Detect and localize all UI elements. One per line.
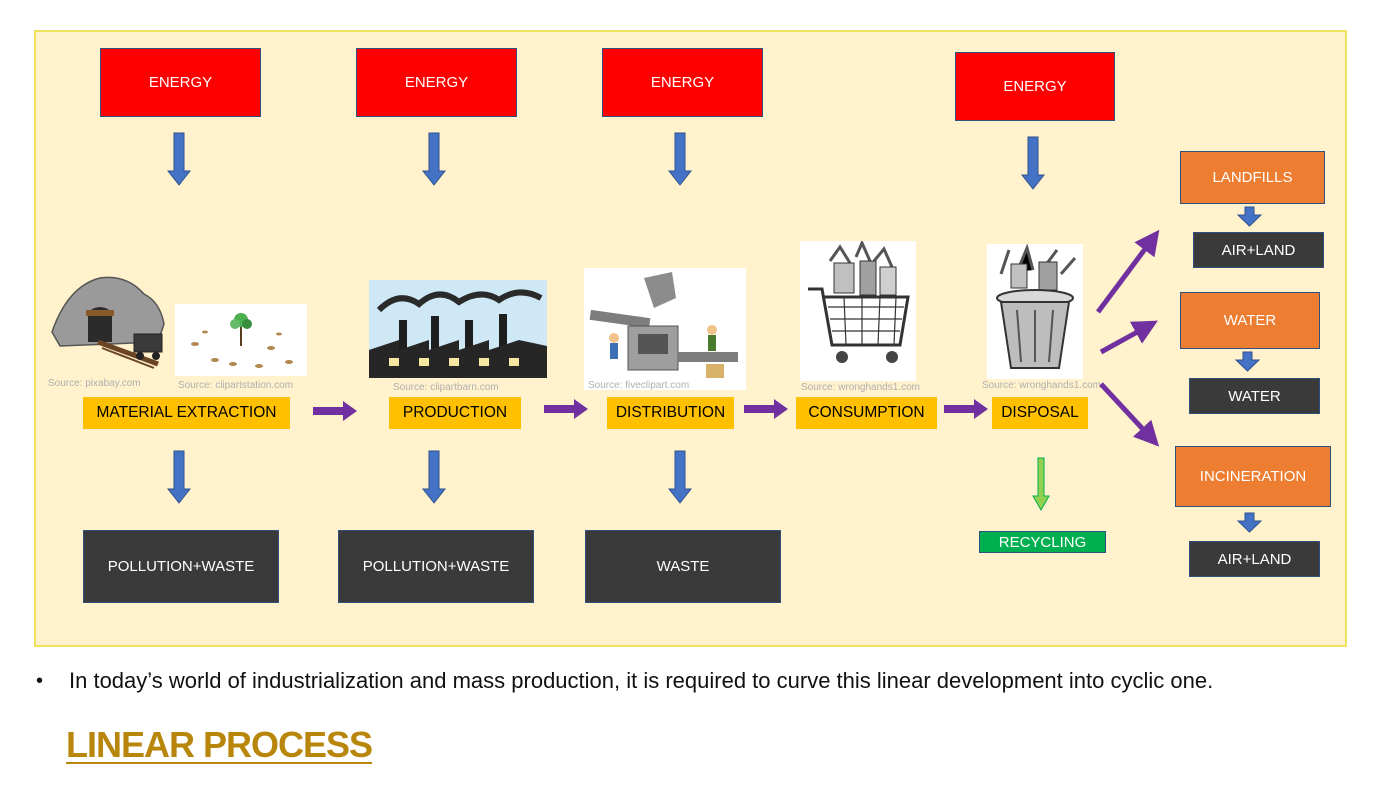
page-heading: LINEAR PROCESS: [66, 724, 373, 765]
route-output-label: AIR+LAND: [1221, 241, 1296, 259]
route-arrow-landfills: [1095, 229, 1160, 314]
mine-illustration: [48, 272, 170, 370]
energy-label: ENERGY: [404, 74, 469, 91]
source-caption-trash: Source: wronghands1.com: [982, 380, 1101, 391]
route-arrow-water: [1099, 320, 1158, 355]
route-label: LANDFILLS: [1212, 169, 1293, 186]
energy-box-extraction: ENERGY: [100, 48, 261, 117]
route-label: INCINERATION: [1199, 468, 1307, 485]
route-water-output: WATER: [1189, 378, 1320, 414]
energy-down-arrow: [1020, 136, 1046, 190]
energy-label: ENERGY: [148, 74, 213, 91]
flow-arrow: [313, 401, 357, 421]
trash-can-illustration: [987, 243, 1083, 379]
energy-label: ENERGY: [1003, 78, 1067, 95]
tree-stumps-illustration: [175, 304, 307, 376]
route-label: WATER: [1223, 312, 1277, 329]
energy-down-arrow: [667, 132, 693, 186]
bullet-text: In today’s world of industrialization an…: [69, 668, 1214, 693]
output-pollution-waste-production: POLLUTION+WASTE: [338, 530, 534, 603]
flow-arrow: [544, 399, 588, 419]
bullet-point: • In today’s world of industrialization …: [36, 668, 1213, 694]
source-caption-conveyor: Source: fiveclipart.com: [588, 380, 690, 391]
energy-label: ENERGY: [650, 74, 715, 91]
route-down-arrow: [1234, 351, 1261, 372]
energy-box-production: ENERGY: [356, 48, 517, 117]
output-label: WASTE: [656, 558, 710, 575]
conveyor-illustration: [584, 268, 746, 390]
output-waste-distribution: WASTE: [585, 530, 781, 603]
stage-label: DISPOSAL: [1001, 404, 1079, 421]
source-caption-cart: Source: wronghands1.com: [801, 382, 920, 393]
stage-consumption: CONSUMPTION: [796, 397, 937, 429]
route-water: WATER: [1180, 292, 1320, 349]
route-incineration-output: AIR+LAND: [1189, 541, 1320, 577]
route-output-label: AIR+LAND: [1217, 550, 1292, 568]
factory-illustration: [369, 280, 547, 378]
stage-material-extraction: MATERIAL EXTRACTION: [83, 397, 290, 429]
output-label: POLLUTION+WASTE: [107, 558, 255, 575]
route-arrow-incineration: [1099, 382, 1160, 447]
route-output-label: WATER: [1228, 387, 1281, 405]
route-incineration: INCINERATION: [1175, 446, 1331, 507]
output-label: POLLUTION+WASTE: [362, 558, 510, 575]
route-down-arrow: [1236, 206, 1263, 227]
stage-distribution: DISTRIBUTION: [607, 397, 734, 429]
output-down-arrow: [166, 450, 192, 504]
stage-production: PRODUCTION: [389, 397, 521, 429]
energy-down-arrow: [166, 132, 192, 186]
recycling-label: RECYCLING: [998, 533, 1087, 551]
energy-down-arrow: [421, 132, 447, 186]
recycling-arrow: [1032, 457, 1050, 512]
shopping-cart-illustration: [800, 239, 916, 381]
route-down-arrow: [1236, 512, 1263, 533]
source-caption-mine: Source: pixabay.com: [48, 378, 141, 389]
source-caption-factory: Source: clipartbarn.com: [393, 382, 499, 393]
output-down-arrow: [421, 450, 447, 504]
stage-disposal: DISPOSAL: [992, 397, 1088, 429]
output-down-arrow: [667, 450, 693, 504]
stage-label: DISTRIBUTION: [615, 404, 726, 421]
route-landfills: LANDFILLS: [1180, 151, 1325, 204]
source-caption-stumps: Source: clipartstation.com: [178, 380, 294, 391]
stage-label: MATERIAL EXTRACTION: [96, 404, 277, 421]
stage-label: PRODUCTION: [402, 404, 508, 421]
flow-arrow: [744, 399, 788, 419]
energy-box-disposal: ENERGY: [955, 52, 1115, 121]
energy-box-distribution: ENERGY: [602, 48, 763, 117]
flow-arrow: [944, 399, 988, 419]
recycling-box: RECYCLING: [979, 531, 1106, 553]
bullet-dot: •: [36, 669, 44, 692]
route-landfills-output: AIR+LAND: [1193, 232, 1324, 268]
stage-label: CONSUMPTION: [808, 404, 925, 421]
output-pollution-waste-extraction: POLLUTION+WASTE: [83, 530, 279, 603]
